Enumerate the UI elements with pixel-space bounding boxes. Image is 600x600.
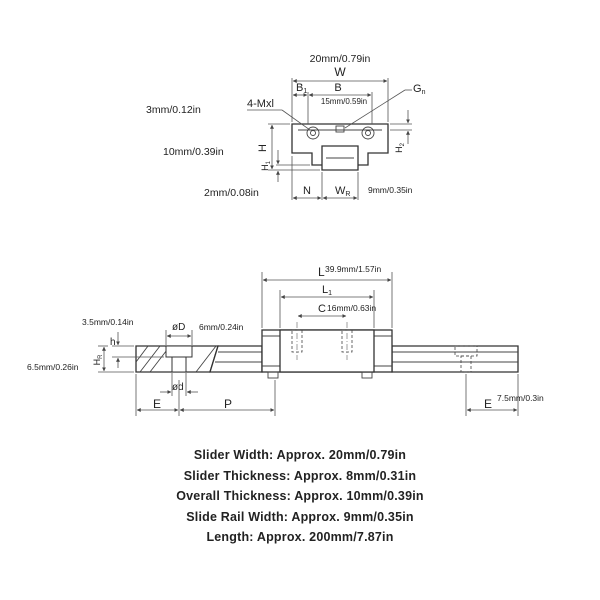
d-value: 6mm/0.24in [199, 322, 244, 332]
gn-symbol: G [413, 83, 422, 95]
front-view: 20mm/0.79in W B1 B 15mm/0.59in Gn 3mm/0.… [146, 53, 426, 200]
hr-value: 6.5mm/0.26in [27, 362, 79, 372]
l-value: 39.9mm/1.57in [325, 264, 381, 274]
wr-subscript: R [345, 191, 350, 198]
w-symbol: W [334, 65, 346, 79]
spec-slider-thickness: Slider Thickness: Approx. 8mm/0.31in [183, 468, 417, 483]
b-value: 15mm/0.59in [321, 97, 367, 106]
small-d-symbol: ød [172, 382, 184, 393]
h-depth-symbol: h [110, 337, 116, 348]
spec-list: Slider Width: Approx. 20mm/0.79in Slider… [0, 445, 600, 548]
b-symbol: B [334, 82, 341, 94]
h-symbol: H [257, 144, 269, 152]
e-value: 7.5mm/0.3in [497, 393, 544, 403]
hr-subscript: R [98, 354, 104, 359]
side-view: L 39.9mm/1.57in L1 C 16mm/0.63in h 3.5mm… [27, 264, 544, 416]
carriage-block-side [261, 322, 393, 379]
technical-drawing: 20mm/0.79in W B1 B 15mm/0.59in Gn 3mm/0.… [27, 53, 544, 416]
d-symbol: øD [172, 322, 185, 333]
h-value: 10mm/0.39in [163, 146, 224, 158]
h-depth-value: 3.5mm/0.14in [82, 317, 134, 327]
gn-subscript: n [422, 89, 426, 96]
svg-text:H1: H1 [260, 160, 272, 171]
spec-slider-width: Slider Width: Approx. 20mm/0.79in [193, 448, 407, 462]
p-symbol: P [224, 397, 232, 411]
b1-symbol: B [296, 82, 303, 94]
thread-symbol: 4-Mxl [247, 98, 274, 110]
svg-text:L1: L1 [322, 284, 332, 297]
svg-text:Gn: Gn [413, 83, 426, 96]
hr-symbol: H [92, 359, 102, 366]
wr-symbol: W [335, 185, 346, 197]
h1-symbol: H [260, 164, 270, 171]
spec-overall-thickness: Overall Thickness: Approx. 10mm/0.39in [176, 489, 424, 503]
h2-subscript: 2 [400, 142, 406, 146]
spec-rail-width: Slide Rail Width: Approx. 9mm/0.35in [186, 509, 414, 524]
svg-text:B1: B1 [296, 82, 307, 95]
wr-value: 9mm/0.35in [368, 185, 413, 195]
carriage-block-front [291, 123, 389, 166]
rail-front [321, 145, 359, 171]
c-symbol: C [318, 303, 326, 315]
b1-subscript: 1 [303, 88, 307, 95]
thread-value: 3mm/0.12in [146, 104, 201, 116]
l1-symbol: L [322, 284, 328, 296]
h1-value: 2mm/0.08in [204, 187, 259, 199]
n-symbol: N [303, 185, 311, 197]
svg-text:H2: H2 [394, 142, 406, 153]
e-left-symbol: E [153, 397, 161, 411]
svg-text:HR: HR [92, 354, 104, 366]
w-value: 20mm/0.79in [310, 53, 371, 65]
l-symbol: L [318, 265, 325, 279]
spec-length: Length: Approx. 200mm/7.87in [206, 530, 394, 544]
h1-subscript: 1 [266, 160, 272, 164]
c-value: 16mm/0.63in [327, 303, 376, 313]
h2-symbol: H [394, 146, 404, 153]
e-right-symbol: E [484, 397, 492, 411]
l1-subscript: 1 [328, 290, 332, 297]
svg-text:WR: WR [335, 185, 350, 198]
